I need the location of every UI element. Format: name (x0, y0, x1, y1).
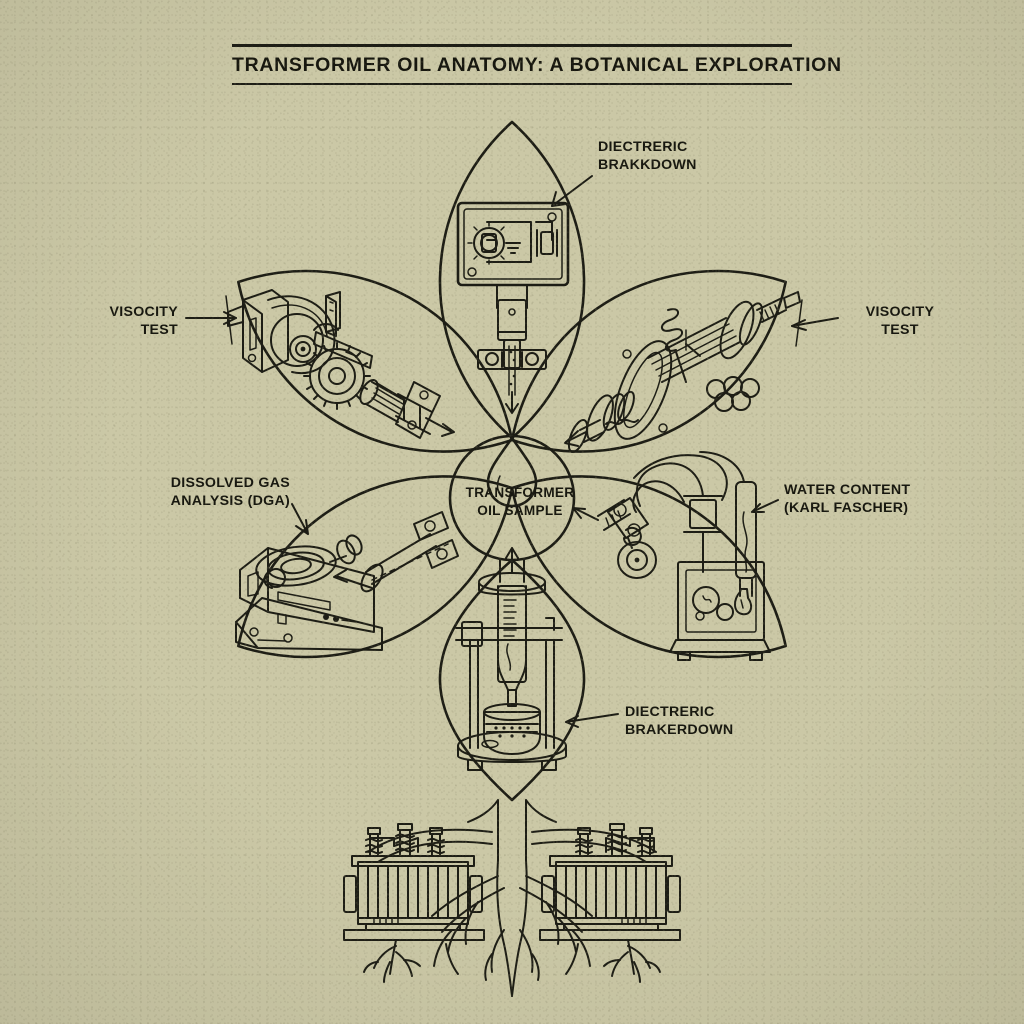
oil-droplet-icon (486, 436, 538, 508)
illustration-burette-test-cell-stand (455, 547, 567, 771)
title-rule-bottom (232, 83, 792, 85)
petal-lower-right[interactable] (476, 426, 822, 709)
page-title: TRANSFORMER OIL ANATOMY: A BOTANICAL EXP… (232, 54, 842, 76)
illustration-roots-and-transformers (343, 799, 681, 997)
label-dissolved-gas-analysis[interactable]: DISSOLVED GAS ANALYSIS (DGA) (170, 475, 290, 510)
label-viscosity-test-right[interactable]: VISOCITY TEST (865, 304, 935, 339)
leader-lines (185, 175, 839, 728)
bubble-cluster (706, 376, 760, 412)
illustration-gas-chromatograph (235, 511, 459, 651)
label-dielectric-breakdown-top[interactable]: DIECTRERIC BRAKKDOWN (598, 139, 697, 174)
power-transformer-right (539, 823, 681, 983)
center-node[interactable] (448, 434, 576, 562)
label-viscosity-test-left[interactable]: VISOCITY TEST (109, 304, 178, 339)
petal-bottom[interactable] (438, 558, 586, 802)
illustration-karl-fischer-titrator (572, 451, 771, 661)
illustration-breakdown-test-panel (456, 201, 570, 414)
gear-icon (303, 342, 371, 410)
power-transformer-left (343, 823, 485, 983)
spring-coil (661, 308, 683, 352)
title-rule-top (232, 44, 792, 47)
illustration-gear-cam-viscometer (227, 289, 455, 439)
illustration-shaft-flange-viscometer (564, 291, 801, 453)
label-water-content-karl-fischer[interactable]: WATER CONTENT (KARL FASCHER) (784, 482, 911, 517)
taproot-system (431, 859, 593, 997)
title-block: TRANSFORMER OIL ANATOMY: A BOTANICAL EXP… (232, 44, 842, 85)
label-dielectric-breakdown-bottom[interactable]: DIECTRERIC BRAKERDOWN (625, 704, 734, 739)
petal-top[interactable] (438, 120, 586, 440)
